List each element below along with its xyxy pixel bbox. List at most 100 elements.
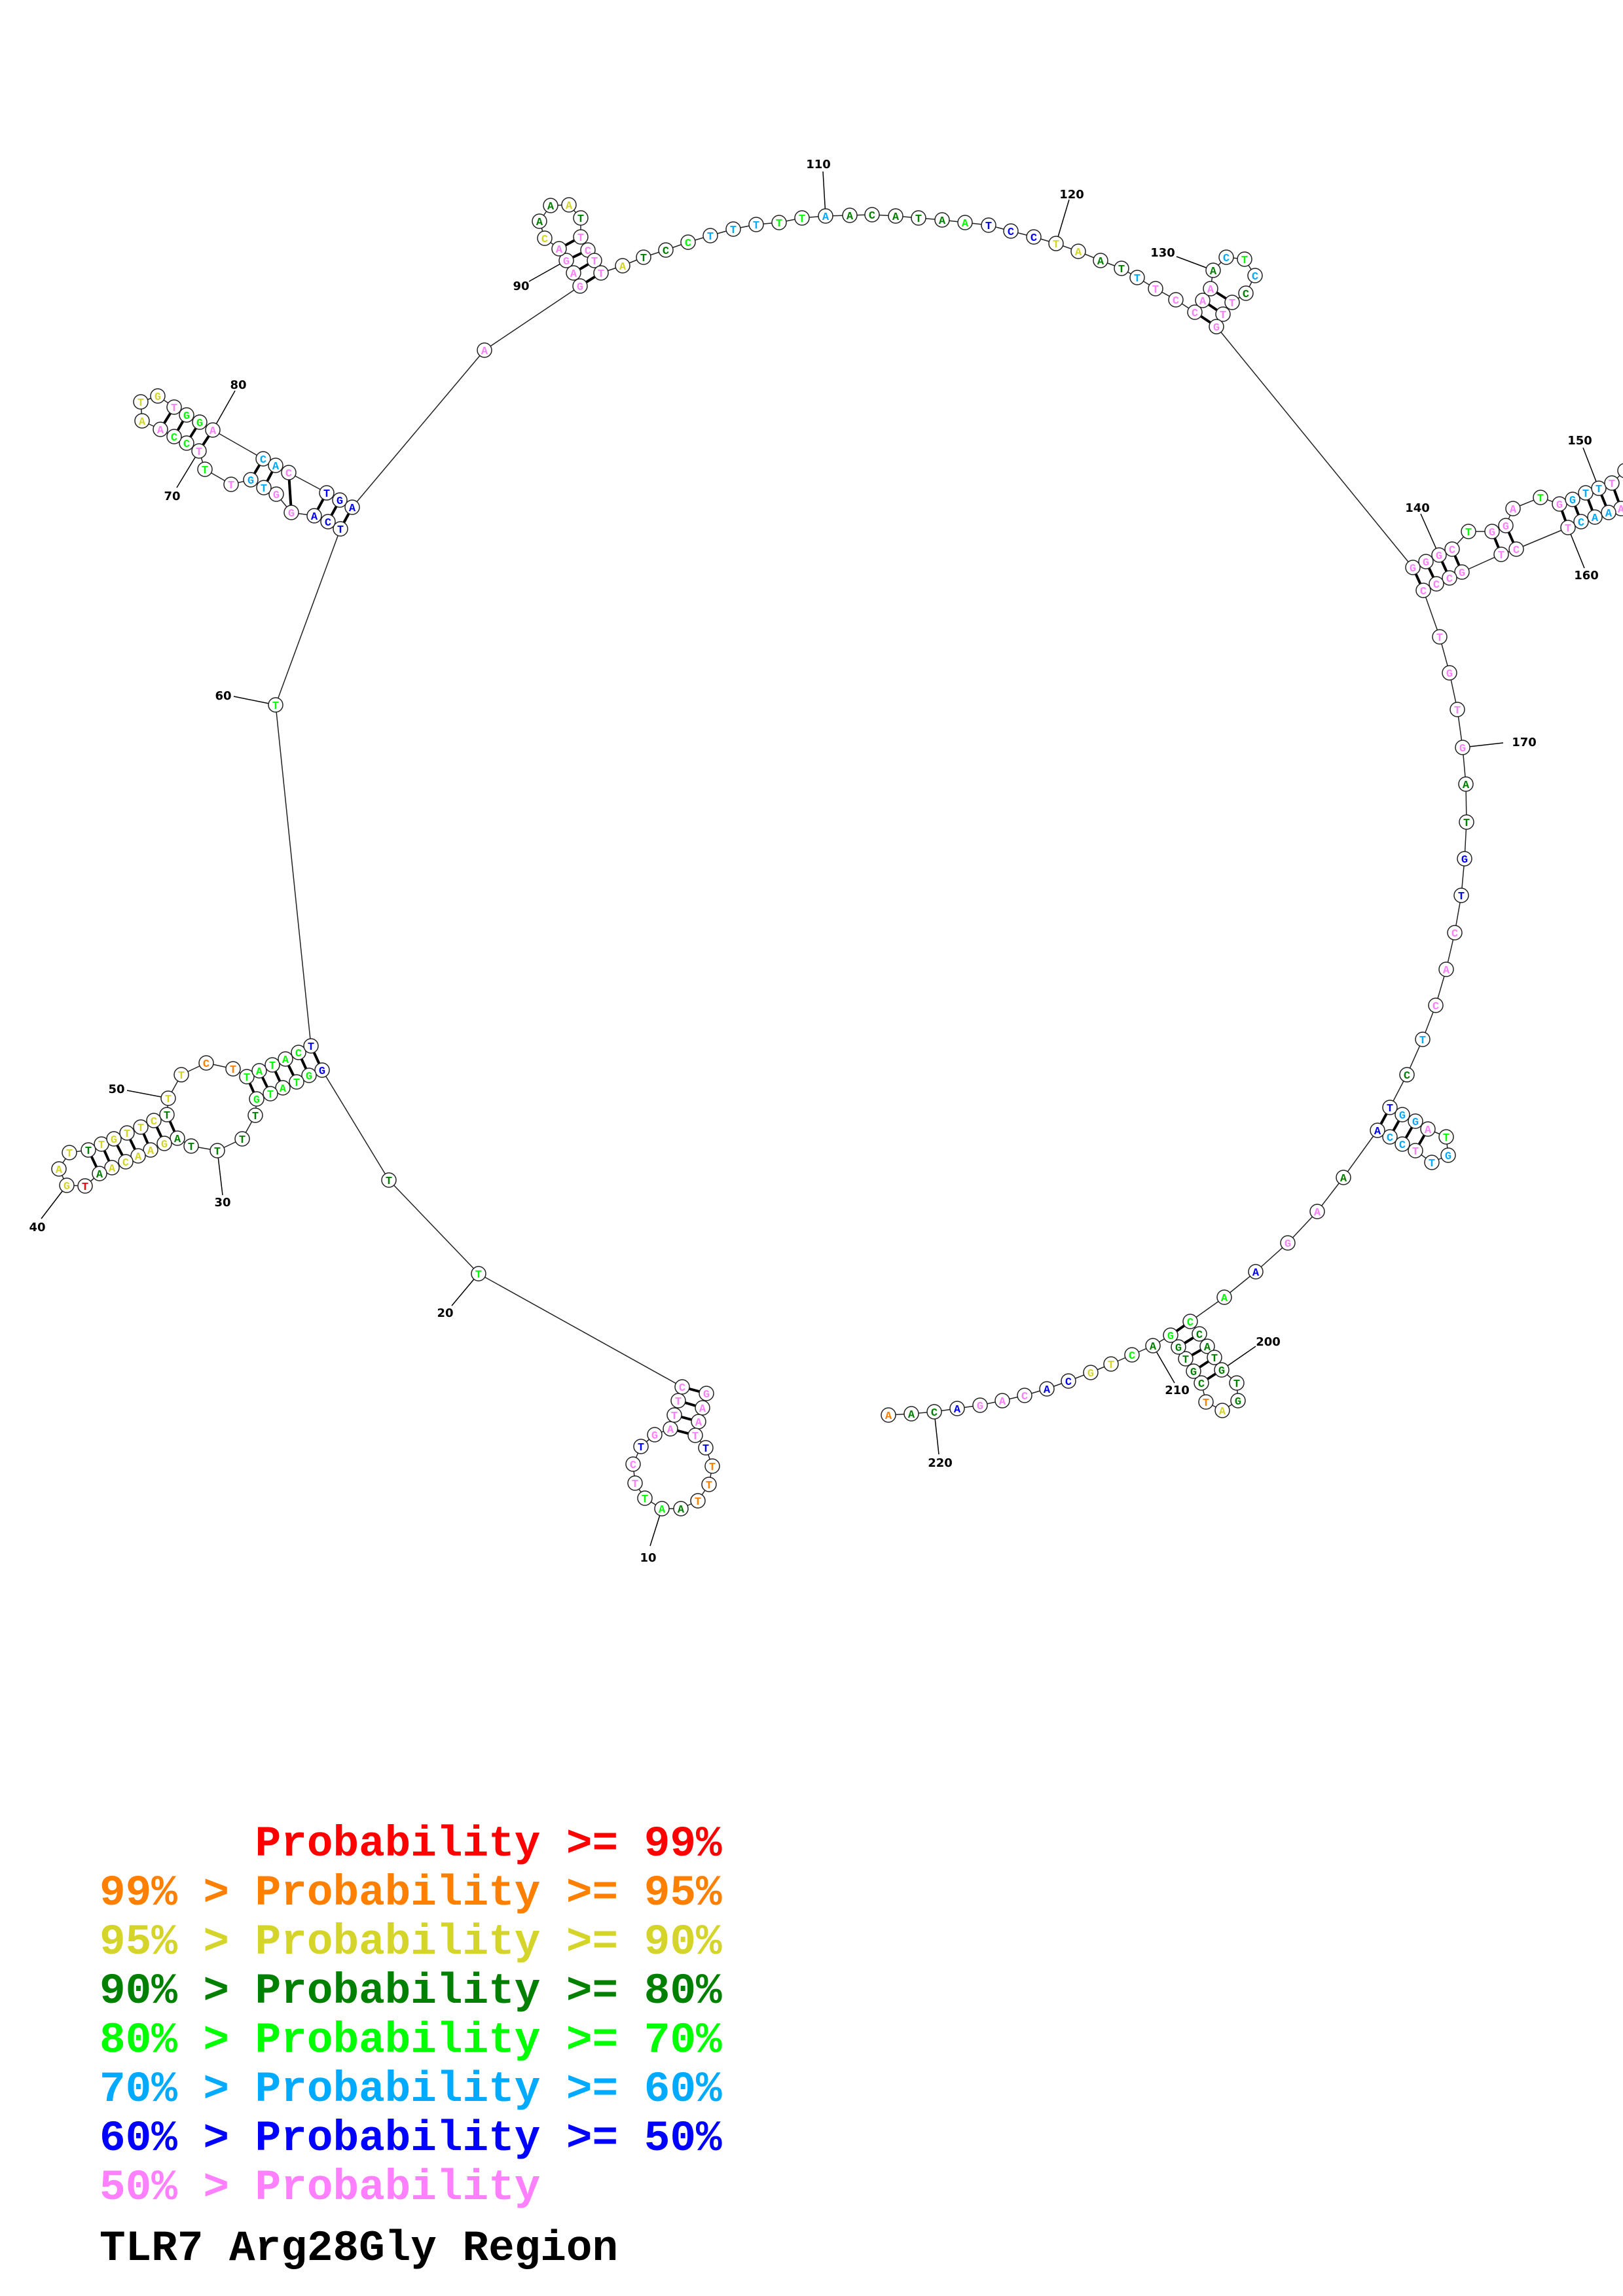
position-label-140: 140 [1405,501,1430,515]
nucleotide-base: T [98,1139,105,1152]
nucleotide-circle [1093,253,1108,268]
backbone-segment [484,285,581,351]
nucleotide-base: A [96,1169,103,1181]
nucleotide-52: C [198,1055,214,1071]
position-label-150: 150 [1567,434,1592,448]
nucleotide-base: G [1399,1110,1406,1122]
nucleotide-base: C [1187,1317,1194,1329]
nucleotide-212: T [1103,1356,1119,1372]
nucleotide-20: T [471,1266,486,1282]
nucleotide-135: T [1224,295,1240,310]
nucleotide-base: C [183,439,190,451]
nucleotide-base: G [1235,1396,1241,1408]
nucleotide-circle [1229,1375,1245,1391]
nucleotide-180: T [1382,1100,1398,1115]
nucleotide-71: C [179,435,194,451]
nucleotide-57: A [278,1051,293,1067]
nucleotide-176: A [1438,961,1454,977]
nucleotide-circle [587,253,602,268]
nucleotide-base: C [1451,928,1458,941]
nucleotide-29: T [234,1131,250,1147]
nucleotide-circle [1280,1235,1296,1251]
nucleotide-157: A [1601,505,1616,520]
nucleotide-circle [133,1119,149,1135]
nucleotide-146: T [1533,490,1548,505]
backbone-segment [321,1069,390,1181]
backbone-segment [275,528,341,706]
legend-line-below-50: 50% > Probability [100,2163,541,2212]
nucleotide-base: A [1199,296,1207,308]
nucleotide-circle [972,1397,988,1413]
nucleotide-circle [934,212,950,228]
nucleotide-base: T [799,213,805,226]
nucleotide-circle [699,1386,714,1401]
nucleotide-circle [1209,319,1224,334]
nucleotide-circle [725,221,741,237]
nucleotide-26: T [263,1086,278,1102]
nucleotide-circle [281,465,297,480]
nucleotide-circle [911,210,926,226]
nucleotide-circle [106,1131,122,1147]
nucleotide-circle [1237,251,1252,267]
nucleotide-95: A [561,197,577,213]
nucleotide-132: T [1237,251,1252,267]
nucleotide-120: T [1048,236,1064,251]
nucleotide-base: G [1190,1367,1197,1379]
nucleotide-base: A [892,211,900,224]
nucleotide-base: T [707,231,714,243]
nucleotide-circle [301,1067,317,1083]
nucleotide-159: C [1573,514,1589,529]
nucleotide-circle [1440,1147,1456,1163]
nucleotide-10: A [654,1501,670,1516]
nucleotide-circle [251,1063,267,1079]
nucleotide-circle [1039,1381,1055,1397]
nucleotide-base: T [386,1175,392,1188]
nucleotide-56: T [264,1057,280,1073]
nucleotide-base: T [915,213,922,226]
nucleotide-167: T [1432,629,1448,645]
nucleotide-base: G [563,256,570,268]
nucleotide-circle [1498,518,1514,533]
nucleotide-base: C [869,210,875,223]
nucleotide-168: G [1442,665,1457,681]
nucleotide-circle [303,1038,319,1054]
nucleotide-base: A [1044,1384,1051,1397]
nucleotide-base: G [1569,495,1576,507]
nucleotide-base: G [1445,1151,1451,1163]
nucleotide-circle [1083,1365,1099,1380]
nucleotide-circle [205,422,221,438]
position-label-50: 50 [108,1083,124,1096]
nucleotide-103: C [658,242,674,258]
nucleotide-circle [842,207,858,223]
nucleotide-circle [1214,1362,1230,1378]
nucleotide-27: G [249,1091,264,1107]
nucleotide-circle [625,1456,641,1472]
nucleotide-circle [771,215,787,230]
nucleotide-circle [156,1136,172,1151]
nucleotide-base: T [638,1442,644,1454]
nucleotide-circle [1370,1122,1385,1138]
nucleotide-circle [1459,814,1474,830]
nucleotide-base: A [847,211,854,223]
nucleotide-circle [1438,961,1454,977]
nucleotide-circle [239,1069,255,1085]
nucleotide-circle [179,435,194,451]
nucleotide-base: T [337,524,344,537]
nucleotide-base: A [695,1417,702,1429]
nucleotide-circle [1508,541,1524,557]
nucleotide-base: T [632,1479,638,1491]
position-label-40: 40 [29,1221,45,1234]
nucleotide-base: T [239,1134,246,1147]
position-label-30: 30 [214,1196,230,1210]
nucleotide-circle [1429,576,1444,592]
nucleotide-circle [1163,1327,1178,1343]
nucleotide-7: T [701,1477,717,1492]
nucleotide-base: T [1429,1158,1435,1170]
nucleotide-73: A [153,422,168,437]
nucleotide-78: G [179,407,194,423]
nucleotide-41: A [51,1161,67,1177]
nucleotide-circle [1168,292,1184,308]
nucleotide-circle [1438,1129,1454,1145]
nucleotide-base: A [272,461,280,473]
nucleotide-15: G [647,1427,663,1443]
